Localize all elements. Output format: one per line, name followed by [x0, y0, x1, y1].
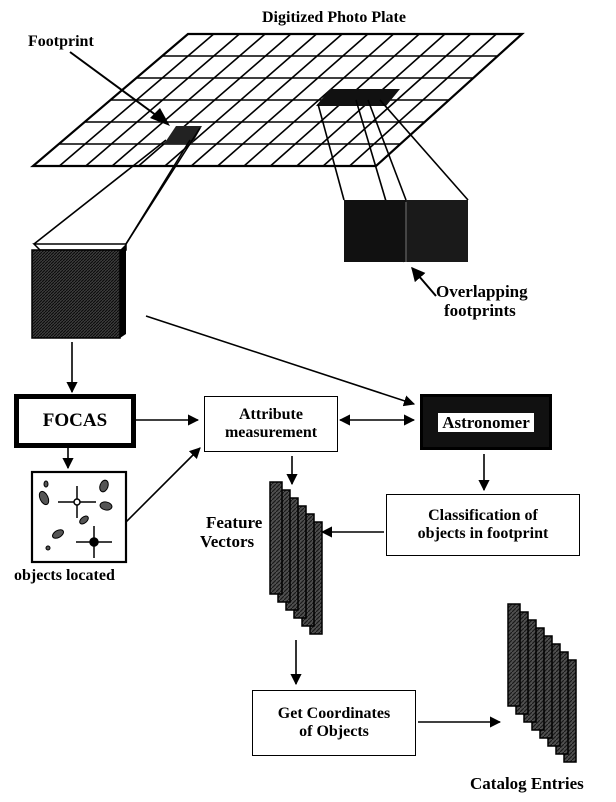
attribute-line-2: measurement — [224, 424, 318, 441]
attribute-measurement-box: Attribute measurement — [204, 396, 338, 452]
grid-col-line — [349, 33, 497, 167]
footprint-block — [31, 243, 127, 339]
feature-label-line-1: Feature — [206, 513, 263, 532]
classification-box: Classification of objects in footprint — [386, 494, 580, 556]
attribute-line-1: Attribute — [239, 406, 303, 424]
grid-col-line — [111, 33, 266, 167]
feature-label-line-2: Vectors — [200, 531, 255, 551]
grid-col-line — [85, 33, 240, 167]
classification-line-1: Classification of — [428, 507, 538, 525]
grid-col-line — [190, 33, 343, 167]
objects-located-label: objects located — [14, 567, 115, 584]
grid-col-line — [138, 33, 292, 167]
footprint-label: Footprint — [28, 33, 94, 50]
catalog-entries-stack — [507, 603, 577, 763]
grid-col-line — [217, 33, 369, 167]
grid-col-line — [322, 33, 472, 167]
focas-label: FOCAS — [42, 410, 108, 432]
astronomer-box: Astronomer — [420, 394, 552, 450]
feature-vectors-label: Feature Vectors — [200, 513, 263, 551]
objects-located-image — [30, 470, 128, 564]
classification-line-2: objects in footprint — [417, 525, 549, 542]
astronomer-label: Astronomer — [438, 412, 534, 432]
overlapping-label-line-2: footprints — [444, 300, 516, 320]
feature-vectors-stack — [269, 481, 323, 635]
coords-line-2: of Objects — [299, 723, 369, 740]
grid-col-line — [243, 33, 395, 167]
coords-line-1: Get Coordinates — [277, 705, 391, 723]
photo-plate-grid — [30, 32, 525, 168]
get-coordinates-box: Get Coordinates of Objects — [252, 690, 416, 756]
overlap-cells — [316, 89, 400, 106]
catalog-entries-label: Catalog Entries — [470, 774, 584, 793]
overlapping-label: Overlapping footprints — [436, 282, 528, 320]
focas-box: FOCAS — [14, 394, 136, 448]
overlap-block — [344, 200, 468, 262]
overlapping-label-line-1: Overlapping — [436, 282, 528, 301]
plate-title: Digitized Photo Plate — [262, 9, 406, 26]
